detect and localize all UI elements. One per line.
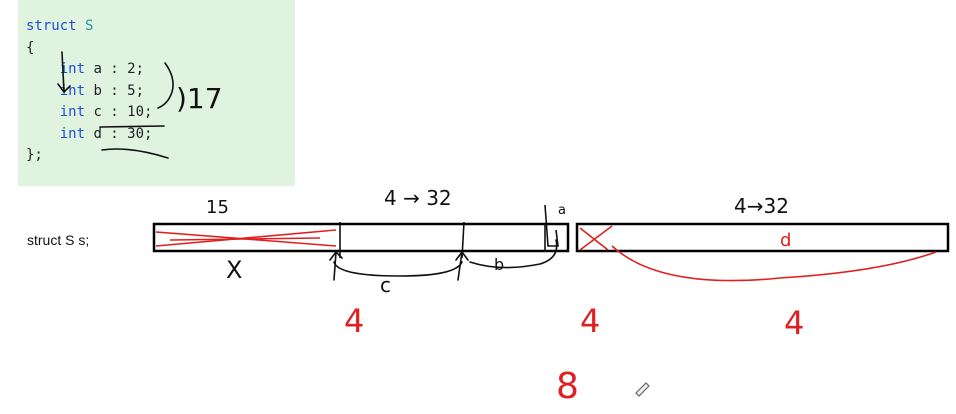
brace-c [333,261,463,277]
open-brace: { [26,39,35,56]
arrow-c-left [329,250,343,281]
pen-cursor-icon [635,382,650,397]
label-4-to-32-right: 4→32 [734,194,789,218]
strike-left-3 [169,237,321,241]
bit-a-box [544,204,559,247]
underline-d [101,148,169,159]
brace-lines [329,239,558,281]
field-c-decl: c : 10; [93,104,153,120]
byte-count-mid: 4 [580,302,600,340]
byte-count-left: 4 [344,302,364,340]
code-annotations [57,51,174,159]
field-b-decl: b : 5; [93,82,145,99]
field-c-type: int [59,104,86,120]
label-4-to-32-left: 4 → 32 [384,186,452,210]
left-word-bar [152,222,570,253]
underline-c [99,125,165,128]
d-span-curve [611,245,937,282]
strike-right-2 [579,225,613,251]
field-a-type: int [59,61,86,77]
arrow-down-mark [57,51,71,94]
label-15: 15 [206,197,229,218]
label-b: b [494,255,504,274]
code-block: struct S { int a : 2; int b : 5; int c :… [26,16,152,167]
total-size-label: 8 [556,366,579,407]
field-d-decl: d : 30; [93,125,153,142]
byte-count-right: 4 [784,304,804,342]
close-brace: }; [26,147,43,163]
field-d-type: int [59,125,86,142]
strike-left-2 [155,229,337,247]
label-a: a [558,203,566,218]
red-unused-marks [155,225,937,282]
memory-bars [152,222,950,253]
label-d: d [780,230,791,251]
brace-b [469,239,558,269]
field-a-decl: a : 2; [93,61,145,77]
label-x: X [226,256,242,284]
struct-keyword: struct [26,18,77,34]
field-b-type: int [59,82,86,99]
struct-instance-caption: struct S s; [27,232,90,248]
right-word-bar [575,222,950,253]
arrow-c-right [455,250,469,281]
label-c: c [380,273,391,297]
sum-17-label: )17 [176,82,223,115]
struct-name: S [85,18,94,34]
bracket-a-b [157,62,174,109]
